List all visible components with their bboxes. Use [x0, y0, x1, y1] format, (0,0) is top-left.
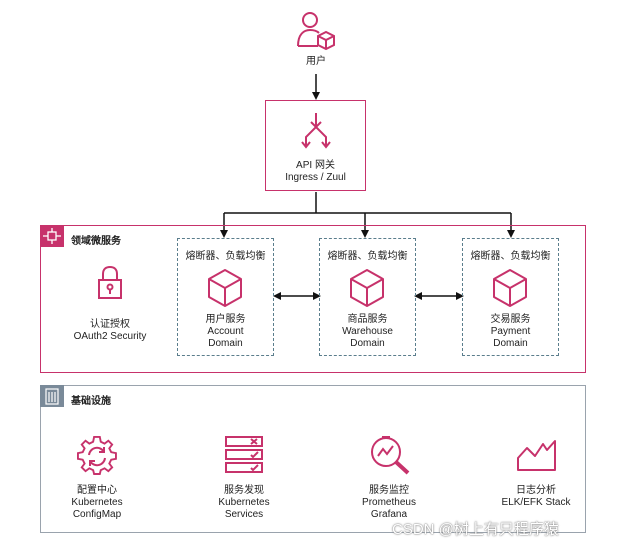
infra-section-title: 基础设施	[71, 396, 111, 407]
service-account-line1: 用户服务	[205, 314, 246, 325]
split-arrow-icon	[301, 113, 331, 149]
watermark: CSDN @树上有只程序猿	[392, 521, 559, 538]
lock-icon	[98, 265, 122, 299]
infra-config-line3: ConfigMap	[72, 509, 122, 520]
infra-monitor-line1: 服务监控	[369, 485, 409, 496]
service-payment-line2: Payment	[490, 326, 531, 337]
cube-icon	[493, 269, 527, 307]
cube-icon	[350, 269, 384, 307]
server-list-icon	[225, 436, 263, 473]
area-chart-icon	[517, 440, 556, 471]
service-warehouse-line1: 商品服务	[347, 314, 388, 325]
arrow-gateway-trunk	[224, 192, 511, 214]
auth-label-2: OAuth2 Security	[73, 331, 147, 342]
user-with-box-icon	[297, 12, 335, 51]
infra-monitor-line2: Prometheus	[362, 497, 416, 508]
service-box-warehouse: 熔断器、负载均衡	[319, 238, 416, 356]
service-account-line2: Account	[207, 326, 244, 337]
service-payment-line3: Domain	[493, 338, 528, 349]
microservice-icon	[40, 225, 64, 247]
service-header: 熔断器、负载均衡	[470, 251, 551, 262]
infra-config-line1: 配置中心	[77, 485, 117, 496]
service-warehouse-line2: Warehouse	[342, 326, 393, 337]
cube-icon	[208, 269, 242, 307]
building-icon	[40, 385, 64, 407]
gateway-label-1: API 网关	[296, 160, 335, 171]
infra-discovery-line3: Services	[224, 509, 264, 520]
infra-config-line2: Kubernetes	[71, 497, 123, 508]
service-warehouse-line3: Domain	[350, 338, 385, 349]
infra-section	[40, 385, 586, 533]
service-header: 熔断器、负载均衡	[185, 251, 266, 262]
service-payment-line1: 交易服务	[490, 314, 531, 325]
service-box-account: 熔断器、负载均衡	[177, 238, 274, 356]
gateway-box	[265, 100, 366, 191]
gateway-label-2: Ingress / Zuul	[285, 172, 346, 183]
gear-refresh-icon	[77, 436, 117, 475]
infra-discovery-line1: 服务发现	[224, 485, 264, 496]
infra-discovery-line2: Kubernetes	[218, 497, 270, 508]
auth-label-1: 认证授权	[90, 319, 130, 330]
user-label: 用户	[306, 56, 326, 67]
domain-section-title: 领域微服务	[71, 236, 121, 247]
service-header: 熔断器、负载均衡	[327, 251, 408, 262]
service-account-line3: Domain	[208, 338, 243, 349]
infra-log-line1: 日志分析	[516, 485, 556, 496]
infra-monitor-line3: Grafana	[370, 509, 408, 520]
monitor-magnifier-icon	[371, 436, 410, 475]
domain-section	[40, 225, 586, 373]
infra-log-line2: ELK/EFK Stack	[501, 497, 571, 508]
service-box-payment: 熔断器、负载均衡	[462, 238, 559, 356]
